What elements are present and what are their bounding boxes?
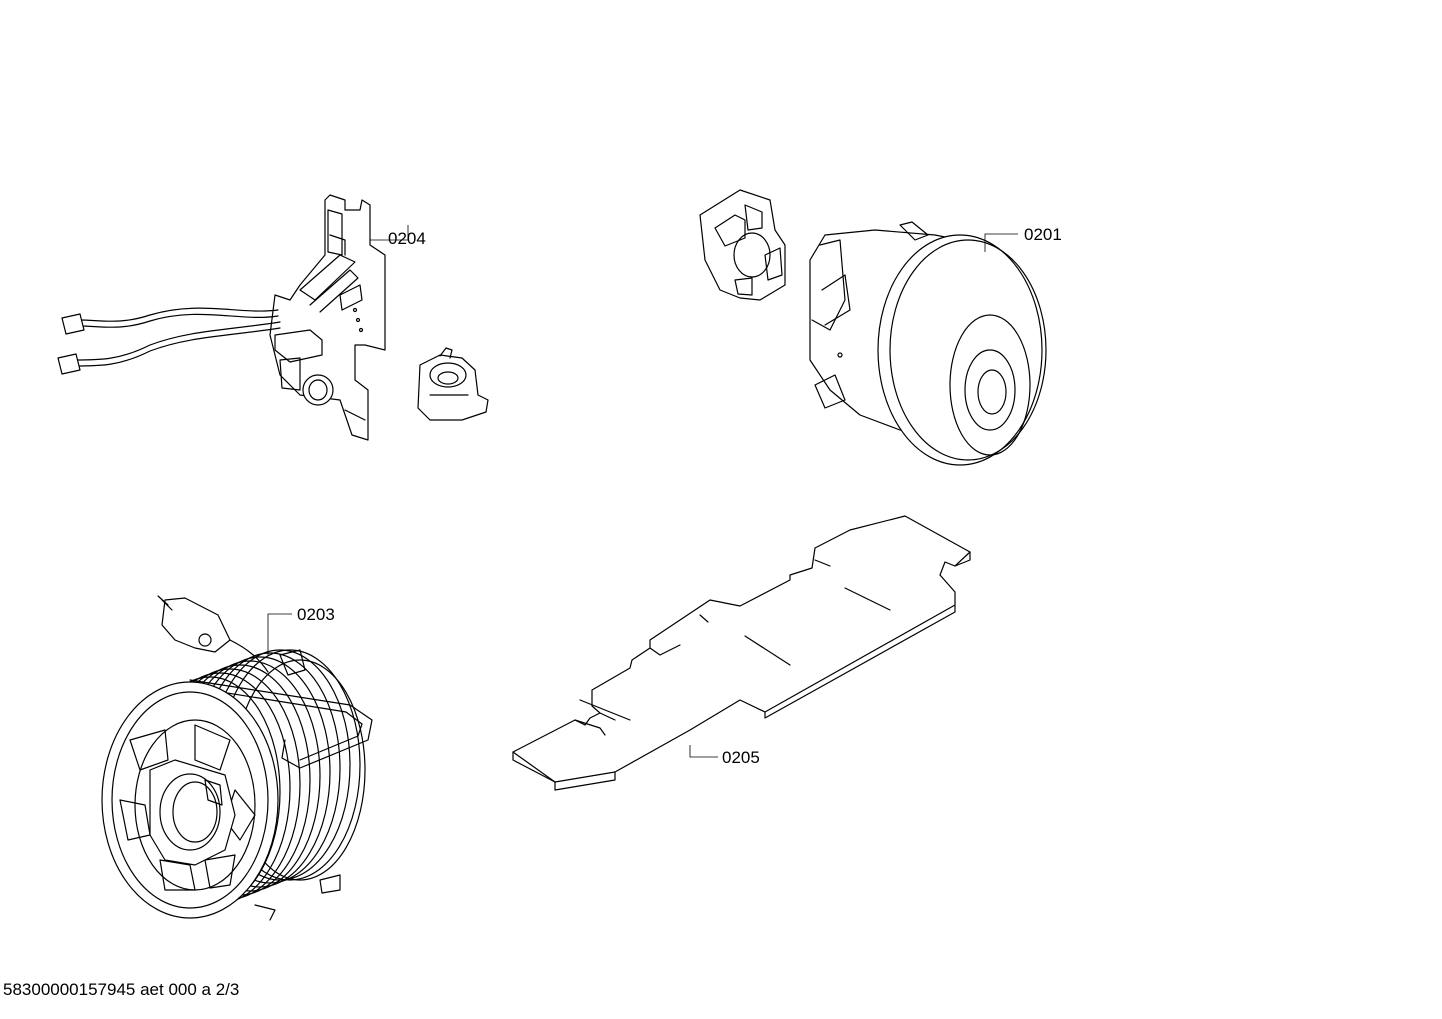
callout-leader-0203 — [267, 613, 292, 655]
part-connector — [417, 347, 489, 421]
part-0204-circuit-board — [57, 194, 386, 441]
callout-label-0204: 0204 — [388, 229, 426, 248]
part-0203-cable-reel — [101, 595, 373, 921]
callout-label-0201: 0201 — [1024, 225, 1062, 244]
callout-leader-0204 — [370, 225, 409, 241]
part-0205-insulation-sheet — [512, 515, 971, 791]
callout-leader-0201 — [984, 233, 1018, 252]
part-0201-motor — [699, 189, 1047, 466]
document-code: 58300000157945 aet 000 a 2/3 — [3, 980, 240, 999]
callout-label-0205: 0205 — [722, 748, 760, 767]
callout-label-0203: 0203 — [297, 605, 335, 624]
callout-leader-0205 — [689, 745, 718, 758]
